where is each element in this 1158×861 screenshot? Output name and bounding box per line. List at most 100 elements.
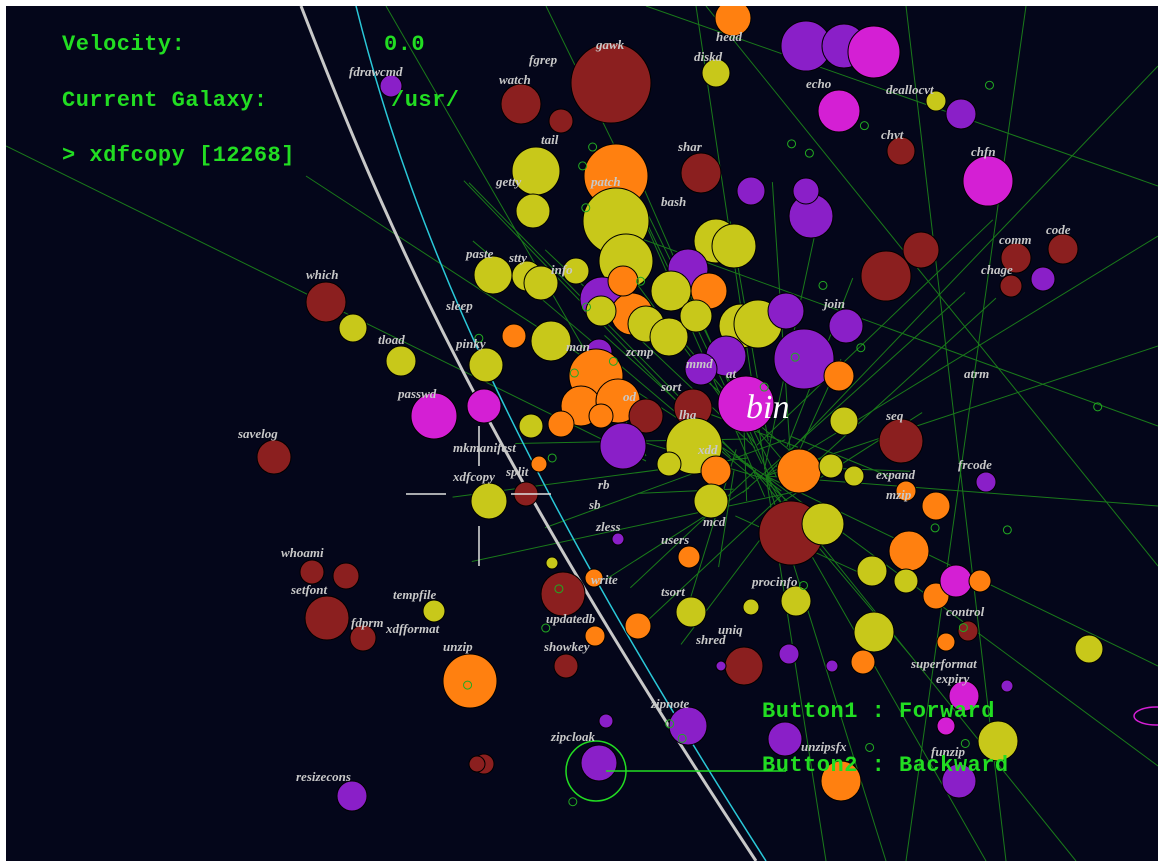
planet-126[interactable] bbox=[336, 780, 368, 812]
planet-91[interactable] bbox=[677, 545, 701, 569]
planet-105[interactable] bbox=[780, 585, 812, 617]
planet-57[interactable] bbox=[823, 360, 855, 392]
planet-1[interactable] bbox=[714, 6, 752, 37]
planet-130[interactable] bbox=[948, 680, 980, 712]
planet-131[interactable] bbox=[1000, 679, 1014, 693]
planet-33[interactable] bbox=[650, 270, 692, 312]
planet-96[interactable] bbox=[888, 530, 930, 572]
planet-73[interactable] bbox=[656, 451, 682, 477]
planet-13[interactable] bbox=[962, 155, 1014, 207]
planet-50[interactable] bbox=[649, 317, 689, 357]
planet-114[interactable] bbox=[299, 559, 325, 585]
planet-83[interactable] bbox=[829, 406, 859, 436]
planet-118[interactable] bbox=[422, 599, 446, 623]
planet-86[interactable] bbox=[921, 491, 951, 521]
planet-103[interactable] bbox=[853, 611, 895, 653]
planet-68[interactable] bbox=[518, 413, 544, 439]
planet-22[interactable] bbox=[736, 176, 766, 206]
planet-89[interactable] bbox=[801, 502, 845, 546]
planet-102[interactable] bbox=[936, 632, 956, 652]
planet-111[interactable] bbox=[675, 596, 707, 628]
planet-67[interactable] bbox=[466, 388, 502, 424]
planet-85[interactable] bbox=[895, 480, 917, 502]
planet-107[interactable] bbox=[778, 643, 800, 665]
planet-87[interactable] bbox=[975, 471, 997, 493]
planet-133[interactable] bbox=[1074, 634, 1104, 664]
planet-119[interactable] bbox=[442, 653, 498, 709]
planet-51[interactable] bbox=[679, 299, 713, 333]
planet-69[interactable] bbox=[547, 410, 575, 438]
planet-82[interactable] bbox=[878, 418, 924, 464]
planet-94[interactable] bbox=[584, 568, 604, 588]
planet-18[interactable] bbox=[902, 231, 940, 269]
planet-59[interactable] bbox=[684, 352, 718, 386]
planet-99[interactable] bbox=[939, 564, 973, 598]
planet-5[interactable] bbox=[548, 108, 574, 134]
planet-93[interactable] bbox=[540, 571, 586, 617]
planet-66[interactable] bbox=[410, 392, 458, 440]
planet-3[interactable] bbox=[379, 74, 403, 98]
planet-100[interactable] bbox=[968, 569, 992, 593]
planet-70[interactable] bbox=[588, 403, 614, 429]
planet-101[interactable] bbox=[957, 620, 979, 642]
planet-55[interactable] bbox=[773, 328, 835, 390]
planet-132[interactable] bbox=[767, 721, 803, 757]
planet-116[interactable] bbox=[304, 595, 350, 641]
planet-123[interactable] bbox=[598, 713, 614, 729]
planet-14[interactable] bbox=[1000, 242, 1032, 274]
planet-36[interactable] bbox=[607, 265, 639, 297]
planet-97[interactable] bbox=[893, 568, 919, 594]
planet-108[interactable] bbox=[724, 646, 764, 686]
planet-75[interactable] bbox=[530, 455, 548, 473]
planet-41[interactable] bbox=[523, 265, 559, 301]
planet-17[interactable] bbox=[999, 274, 1023, 298]
planet-44[interactable] bbox=[305, 281, 347, 323]
planet-112[interactable] bbox=[624, 612, 652, 640]
planet-23[interactable] bbox=[792, 177, 820, 205]
planet-79[interactable] bbox=[693, 483, 729, 519]
planet-46[interactable] bbox=[468, 347, 504, 383]
planet-45[interactable] bbox=[385, 345, 417, 377]
planet-109[interactable] bbox=[715, 660, 727, 672]
planet-0[interactable] bbox=[570, 42, 652, 124]
planet-80[interactable] bbox=[776, 448, 822, 494]
planet-21[interactable] bbox=[680, 152, 722, 194]
planet-120[interactable] bbox=[553, 653, 579, 679]
planet-76[interactable] bbox=[256, 439, 292, 475]
planet-115[interactable] bbox=[332, 562, 360, 590]
planet-92[interactable] bbox=[545, 556, 559, 570]
planet-129[interactable] bbox=[977, 720, 1019, 762]
planet-125[interactable] bbox=[468, 755, 486, 773]
planet-56[interactable] bbox=[828, 308, 864, 344]
planet-30[interactable] bbox=[711, 223, 757, 269]
galaxy-scene[interactable]: gawkheaddiskdfgrepwatchfdrawcmddeallocvt… bbox=[6, 6, 1158, 861]
planet-43[interactable] bbox=[338, 313, 368, 343]
planet-54[interactable] bbox=[767, 292, 805, 330]
planet-47[interactable] bbox=[501, 323, 527, 349]
planet-74[interactable] bbox=[700, 455, 732, 487]
planet-9[interactable] bbox=[817, 89, 861, 133]
planet-26[interactable] bbox=[515, 193, 551, 229]
planet-121[interactable] bbox=[668, 706, 708, 746]
planet-8[interactable] bbox=[847, 25, 901, 79]
planet-78[interactable] bbox=[470, 482, 508, 520]
planet-48[interactable] bbox=[530, 320, 572, 362]
planet-2[interactable] bbox=[701, 58, 731, 88]
planet-81[interactable] bbox=[818, 453, 844, 479]
planet-15[interactable] bbox=[1030, 266, 1056, 292]
planet-11[interactable] bbox=[945, 98, 977, 130]
planet-64[interactable] bbox=[628, 398, 664, 434]
planet-122[interactable] bbox=[580, 744, 618, 782]
planet-4[interactable] bbox=[500, 83, 542, 125]
planet-84[interactable] bbox=[843, 465, 865, 487]
planet-113[interactable] bbox=[584, 625, 606, 647]
planet-42[interactable] bbox=[562, 257, 590, 285]
planet-39[interactable] bbox=[473, 255, 513, 295]
planet-134[interactable] bbox=[936, 716, 956, 736]
planet-71[interactable] bbox=[599, 422, 647, 470]
planet-104[interactable] bbox=[850, 649, 876, 675]
planet-10[interactable] bbox=[925, 90, 947, 112]
planet-16[interactable] bbox=[1047, 233, 1079, 265]
planet-60[interactable] bbox=[717, 375, 775, 433]
